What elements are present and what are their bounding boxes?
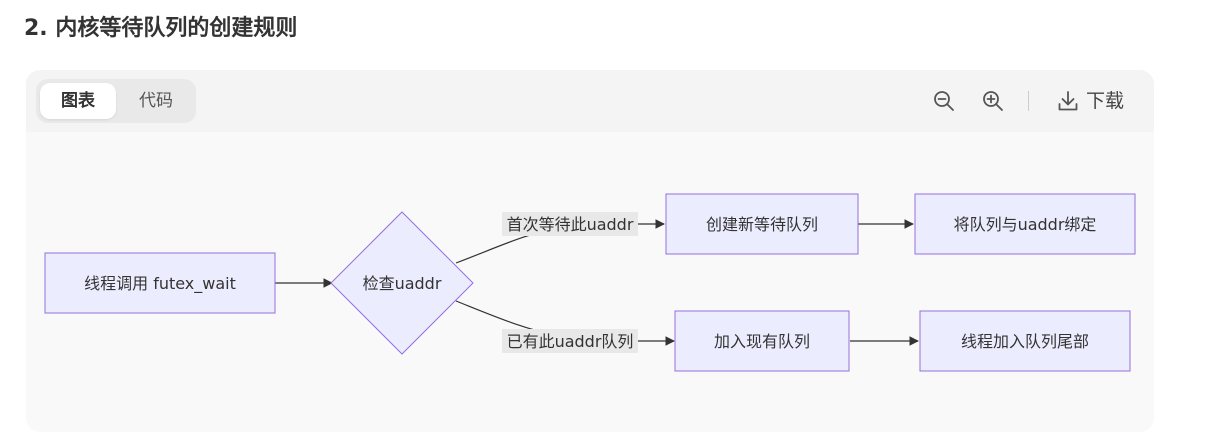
download-label: 下载 <box>1086 90 1125 112</box>
section-title: 2. 内核等待队列的创建规则 <box>24 16 298 41</box>
node-join: 加入现有队列 <box>714 332 810 351</box>
edge-label-existing: 已有此uaddr队列 <box>507 332 634 351</box>
edge-label-bg-first <box>502 212 638 236</box>
node-start: 线程调用 futex_wait <box>84 274 236 294</box>
zoom-out-button[interactable] <box>932 89 956 113</box>
node-bind-box <box>914 193 1136 255</box>
zoom-in-icon <box>983 91 1003 111</box>
node-tail: 线程加入队列尾部 <box>961 332 1089 351</box>
diagram-toolbar: 图表 代码 下载 <box>26 70 1154 132</box>
view-tabs: 图表 代码 <box>36 79 196 123</box>
download-button[interactable]: 下载 <box>1056 86 1130 116</box>
node-start-box <box>44 252 276 314</box>
zoom-out-icon <box>934 91 954 111</box>
node-join-box <box>674 310 850 372</box>
node-tail-box <box>919 310 1131 372</box>
edge-label-bg-existing <box>502 329 638 353</box>
node-bind: 将队列与uaddr绑定 <box>954 215 1097 234</box>
toolbar-divider <box>1028 91 1029 111</box>
download-icon <box>1058 91 1078 111</box>
edge-label-first-wait: 首次等待此uaddr <box>507 215 634 234</box>
node-check: 检查uaddr <box>363 274 442 293</box>
tab-code[interactable]: 代码 <box>139 91 173 111</box>
node-create-box <box>665 193 859 255</box>
node-create: 创建新等待队列 <box>706 215 818 234</box>
zoom-in-button[interactable] <box>981 89 1005 113</box>
flowchart: 首次等待此uaddr 已有此uaddr队列 线程调用 futex_wait 检查… <box>44 193 1136 372</box>
tab-chart[interactable]: 图表 <box>40 83 116 119</box>
diagram-card: 图表 代码 下载 <box>26 70 1154 432</box>
node-check-diamond <box>330 211 474 355</box>
